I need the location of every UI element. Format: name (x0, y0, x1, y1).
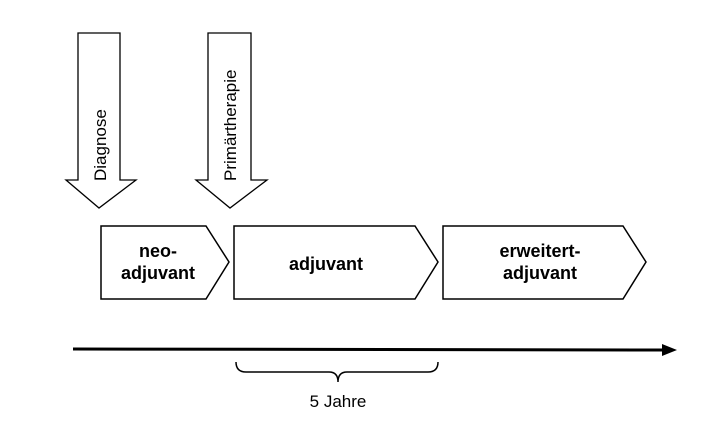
event-arrow-primaertherapie: Primärtherapie (194, 32, 269, 209)
phase-label-line1: adjuvant (289, 254, 363, 274)
phase-label-line2: adjuvant (503, 263, 577, 283)
event-label-diagnose: Diagnose (91, 109, 110, 181)
phase-label-line1: neo- (139, 241, 177, 261)
time-axis-line (72, 347, 665, 352)
down-arrow-shape (194, 32, 269, 209)
phase-adjuvant: adjuvant (233, 225, 439, 300)
phase-label-line1: erweitert- (499, 241, 580, 261)
down-arrow-shape (64, 32, 138, 209)
chevron-shape (100, 225, 230, 300)
event-arrow-diagnose: Diagnose (64, 32, 138, 209)
chevron-shape (233, 225, 439, 300)
time-axis-arrowhead (662, 344, 677, 356)
duration-brace: 5 Jahre (235, 361, 439, 411)
time-axis (72, 344, 677, 356)
duration-label: 5 Jahre (310, 392, 367, 411)
phase-erweitert-adjuvant: erweitert- adjuvant (442, 225, 647, 300)
event-label-primaertherapie: Primärtherapie (221, 70, 240, 182)
phase-label-line2: adjuvant (121, 263, 195, 283)
chevron-shape (442, 225, 647, 300)
phase-neoadjuvant: neo- adjuvant (100, 225, 230, 300)
curly-brace-icon (235, 361, 439, 383)
